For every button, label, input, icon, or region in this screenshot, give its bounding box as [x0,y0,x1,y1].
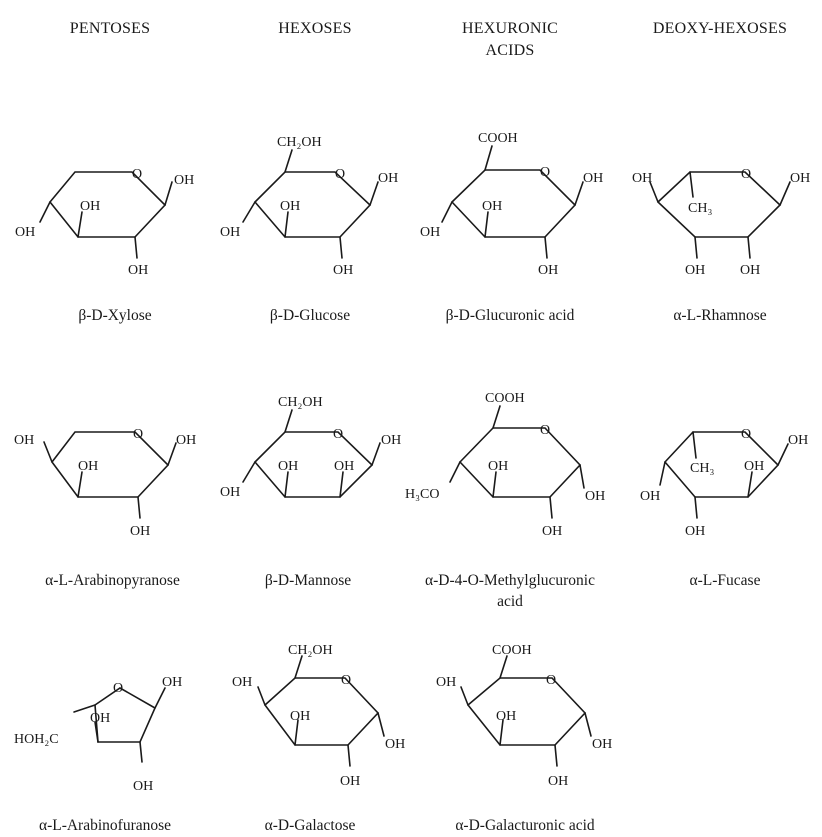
structure-methylglucuronic-acid: COOH O OH OH H₃CO OH [405,391,605,539]
caption-xylose: β-D-Xylose [78,307,152,324]
ring-oxygen: O [540,165,550,180]
cooh-label: COOH [485,391,525,406]
structure-glucuronic-acid: COOH O OH OH OH OH [420,131,603,278]
ring-oxygen: O [113,681,123,696]
oh-label: OH [592,737,612,752]
ch2oh-label: CH₂OH [288,643,333,658]
oh-label: OH [174,173,194,188]
caption-galactose: α-D-Galactose [264,817,356,834]
ring-oxygen: O [133,427,143,442]
structure-xylose: O OH OH OH OH [15,167,194,278]
caption-fucase: α-L-Fucase [689,572,761,589]
oh-label: OH [278,459,298,474]
caption-rhamnose: α-L-Rhamnose [673,307,767,324]
ch3-label: CH₃ [688,201,712,216]
header-hexuronic-acids: HEXURONIC ACIDS [420,18,600,62]
oh-label: OH [740,263,760,278]
header-hexuronic-line1: HEXURONIC [461,20,559,37]
ch2oh-label: CH₂OH [277,135,322,150]
oh-label: OH [788,433,808,448]
oh-label: OH [14,433,34,448]
oh-label: OH [744,459,764,474]
oh-label: OH [381,433,401,448]
cooh-label: COOH [492,643,532,658]
oh-label: OH [15,225,35,240]
oh-label: OH [640,489,660,504]
caption-glucuronic-acid: β-D-Glucuronic acid [445,307,575,324]
ring-oxygen: O [333,427,343,442]
oh-label: OH [685,524,705,539]
oh-label: OH [133,779,153,794]
caption-mannose: β-D-Mannose [264,572,352,589]
oh-label: OH [333,263,353,278]
oh-label: OH [334,459,354,474]
oh-label: OH [340,774,360,789]
oh-label: OH [90,711,110,726]
structure-galactose: CH₂OH O OH OH OH OH [232,643,405,789]
oh-label: OH [583,171,603,186]
caption-methylglucuronic-line1: α-D-4-O-Methylglucuronic [425,572,595,589]
cooh-label: COOH [478,131,518,146]
ring-oxygen: O [741,427,751,442]
structure-glucose: CH₂OH O OH OH OH OH [220,135,398,278]
oh-label: OH [78,459,98,474]
oh-label: OH [420,225,440,240]
structure-rhamnose: O OH OH CH₃ OH OH [632,167,810,278]
oh-label: OH [685,263,705,278]
header-hexoses: HEXOSES [278,20,352,37]
oh-label: OH [280,199,300,214]
caption-methylglucuronic-acid: α-D-4-O-Methylglucuronic acid [395,570,625,612]
hoh2c-label: HOH₂C [14,732,59,747]
structure-galacturonic-acid: COOH O OH OH OH OH [436,643,612,789]
oh-label: OH [482,199,502,214]
oh-label: OH [220,485,240,500]
oh-label: OH [548,774,568,789]
structure-arabinopyranose: O OH OH OH OH [14,427,196,539]
structure-fucase: O OH CH₃ OH OH OH [640,427,808,539]
oh-label: OH [378,171,398,186]
oh-label: OH [496,709,516,724]
structure-arabinofuranose: O OH OH HOH₂C OH [14,675,182,794]
ch2oh-label: CH₂OH [278,395,323,410]
caption-methylglucuronic-line2: acid [497,593,523,610]
oh-label: OH [436,675,456,690]
oh-label: OH [80,199,100,214]
oh-label: OH [130,524,150,539]
caption-galacturonic-acid: α-D-Galacturonic acid [455,817,595,834]
ring-oxygen: O [546,673,556,688]
oh-label: OH [488,459,508,474]
structure-mannose: CH₂OH O OH OH OH OH [220,395,401,500]
oh-label: OH [232,675,252,690]
oh-label: OH [538,263,558,278]
oh-label: OH [176,433,196,448]
oh-label: OH [128,263,148,278]
caption-arabinopyranose: α-L-Arabinopyranose [45,572,180,589]
ring-oxygen: O [341,673,351,688]
ring-oxygen: O [540,423,550,438]
oh-label: OH [542,524,562,539]
header-pentoses: PENTOSES [69,20,151,37]
header-deoxy-hexoses: DEOXY-HEXOSES [652,20,788,37]
header-hexuronic-line2: ACIDS [485,42,535,59]
ring-oxygen: O [335,167,345,182]
ch3-label: CH₃ [690,461,714,476]
oh-label: OH [632,171,652,186]
caption-arabinofuranose: α-L-Arabinofuranose [38,817,172,834]
oh-label: OH [220,225,240,240]
oh-label: OH [585,489,605,504]
oh-label: OH [385,737,405,752]
ring-oxygen: O [741,167,751,182]
caption-glucose: β-D-Glucose [269,307,351,324]
oh-label: OH [290,709,310,724]
h3co-label: H₃CO [405,487,439,502]
oh-label: OH [162,675,182,690]
ring-oxygen: O [132,167,142,182]
oh-label: OH [790,171,810,186]
